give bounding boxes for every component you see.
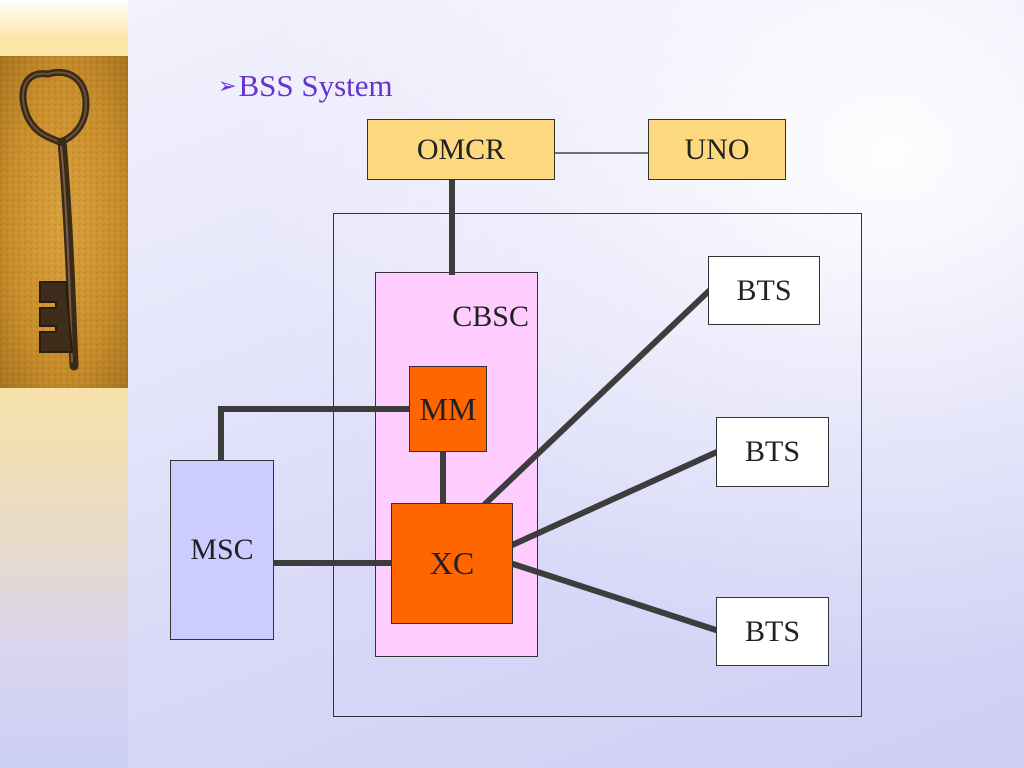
uno-box: UNO <box>648 119 786 180</box>
uno-label: UNO <box>684 132 750 166</box>
slide-title: ➢BSS System <box>218 68 393 104</box>
xc-bts2-link <box>508 448 721 549</box>
mm-box: MM <box>409 366 487 452</box>
slide-title-text: BSS System <box>238 68 393 103</box>
bts-label: BTS <box>736 273 792 307</box>
bts-label: BTS <box>744 614 801 648</box>
xc-bts1-link <box>481 286 714 508</box>
bts-box: BTS <box>708 256 820 325</box>
xc-box: XC <box>391 503 513 624</box>
xc-bts3-link <box>509 560 720 634</box>
xc-label: XC <box>429 545 475 581</box>
bts-box: BTS <box>716 597 829 666</box>
cbsc-label: CBSC <box>452 300 529 333</box>
old-iron-key-icon <box>0 56 128 388</box>
omcr-label: OMCR <box>416 132 506 166</box>
msc-box: MSC <box>170 460 274 640</box>
mm-label: MM <box>419 390 477 427</box>
msc-mm-link <box>218 406 414 463</box>
arrow-bullet-icon: ➢ <box>218 74 237 99</box>
bss-boundary-frame <box>333 213 862 717</box>
bts-box: BTS <box>716 417 829 487</box>
msc-label: MSC <box>190 533 254 566</box>
omcr-box: OMCR <box>367 119 555 180</box>
bts-label: BTS <box>744 435 801 468</box>
